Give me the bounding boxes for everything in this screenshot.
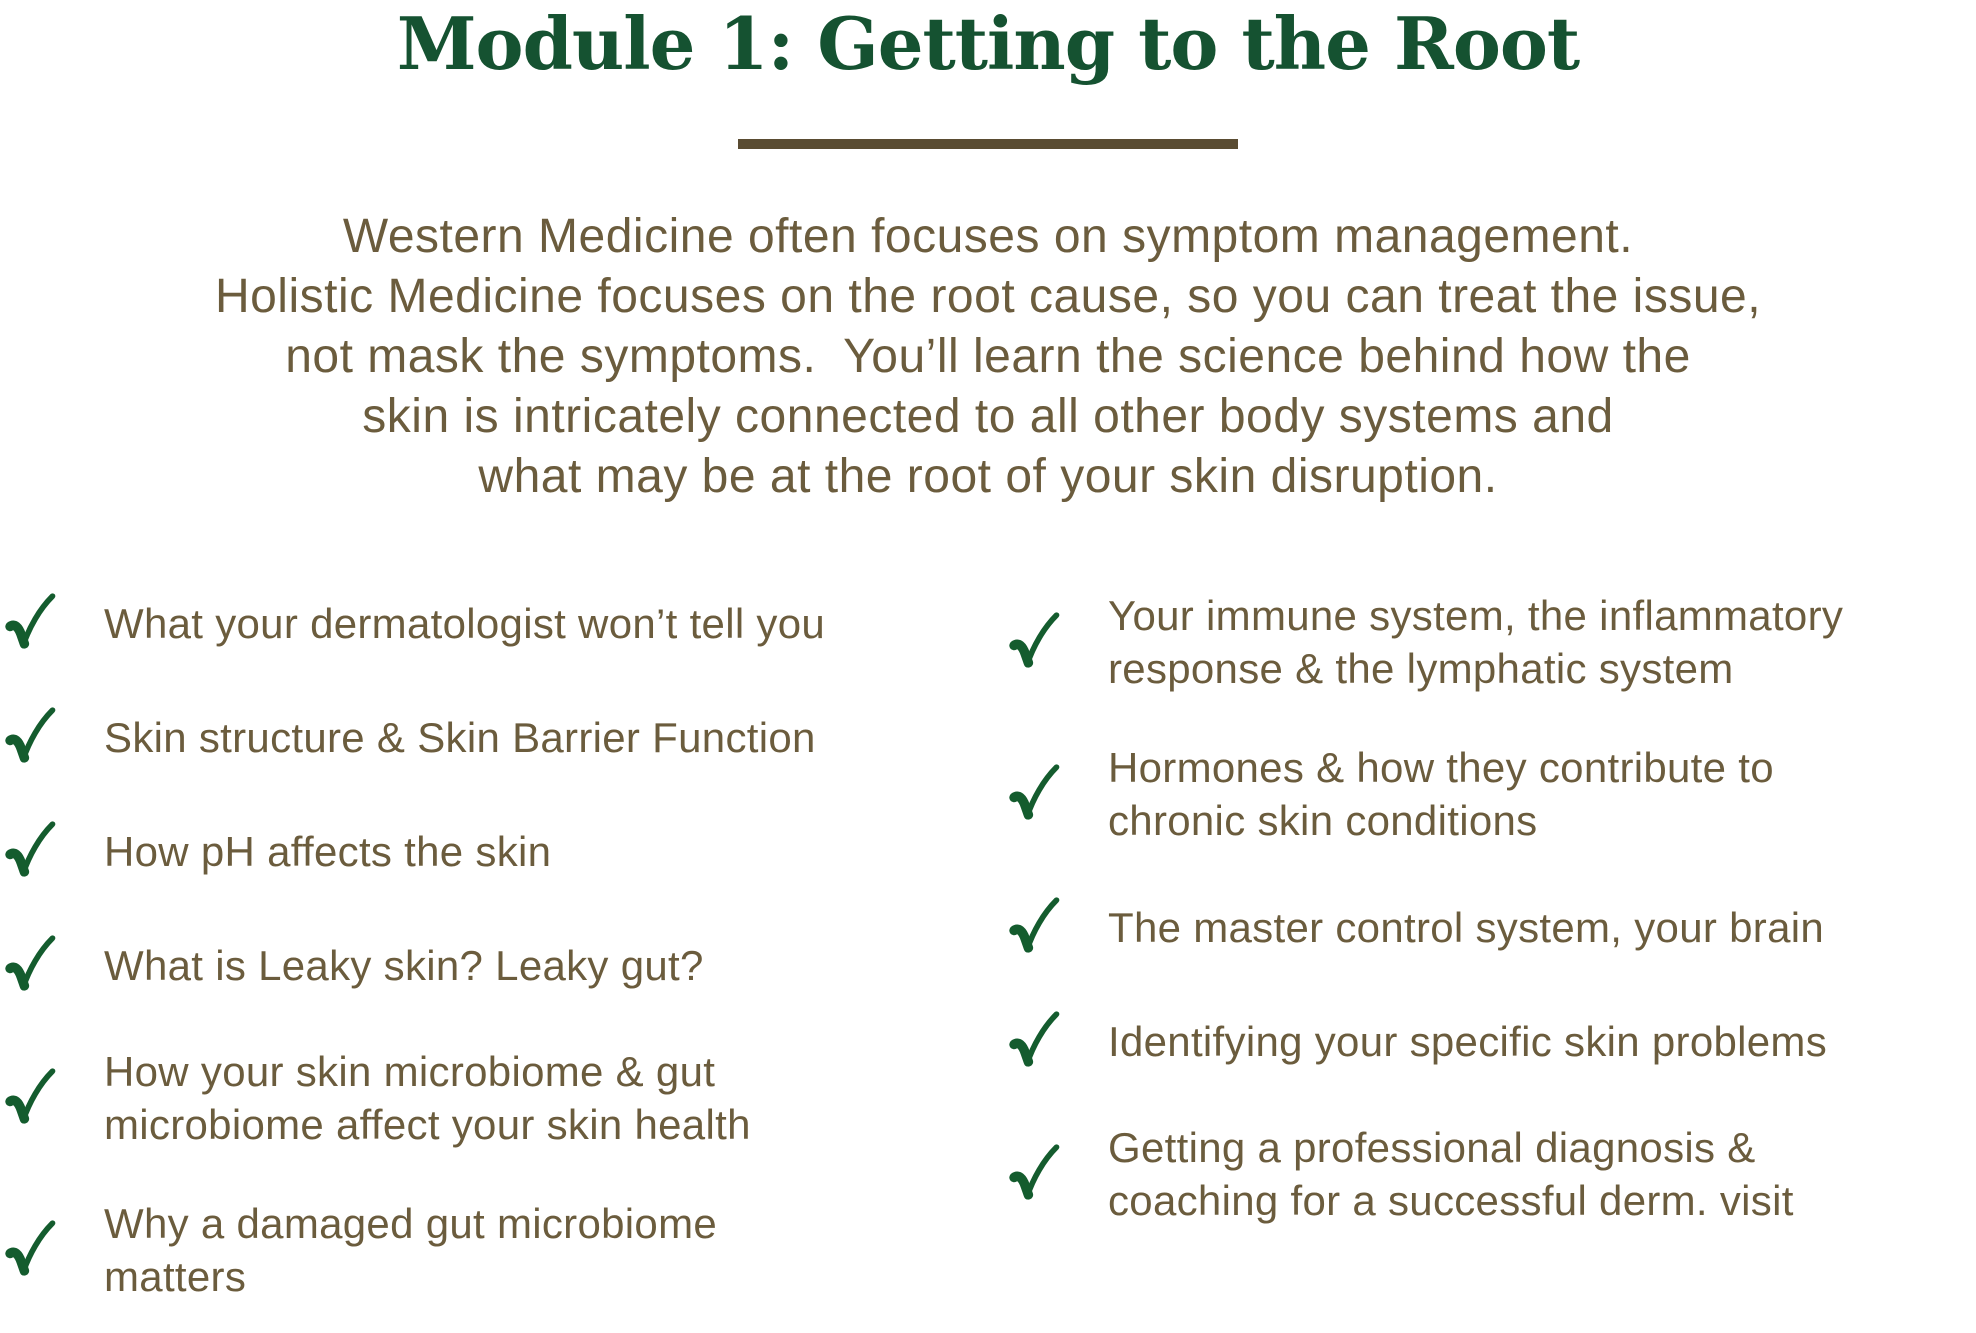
checklist-item: How your skin microbiome & gut microbiom… bbox=[4, 1045, 1008, 1151]
checkmark-icon bbox=[1008, 893, 1060, 961]
checklist-item: The master control system, your brain bbox=[1008, 893, 1976, 961]
checklist-item-line: Your immune system, the inflammatory bbox=[1108, 592, 1844, 639]
checklist-left-column: What your dermatologist won’t tell you S… bbox=[0, 589, 1008, 1303]
checklist-item-line: response & the lymphatic system bbox=[1108, 645, 1734, 692]
checklist-item: Your immune system, the inflammatory res… bbox=[1008, 589, 1976, 695]
checklist-item-text: The master control system, your brain bbox=[1108, 901, 1824, 954]
checklist-item: Getting a professional diagnosis & coach… bbox=[1008, 1121, 1976, 1227]
checklist-item: What your dermatologist won’t tell you bbox=[4, 589, 1008, 657]
checkmark-icon bbox=[1008, 1140, 1060, 1208]
checkmark-icon bbox=[1008, 760, 1060, 828]
checklist-item-text: Hormones & how they contribute to chroni… bbox=[1108, 741, 1774, 847]
checklist-right-column: Your immune system, the inflammatory res… bbox=[1008, 589, 1976, 1303]
topics-checklist: What your dermatologist won’t tell you S… bbox=[0, 589, 1976, 1303]
checklist-item-text: How your skin microbiome & gut microbiom… bbox=[104, 1045, 751, 1151]
intro-line: Western Medicine often focuses on sympto… bbox=[342, 210, 1634, 263]
checklist-item-line: Getting a professional diagnosis & bbox=[1108, 1124, 1756, 1171]
checklist-item: What is Leaky skin? Leaky gut? bbox=[4, 931, 1008, 999]
checklist-item-line: How pH affects the skin bbox=[104, 827, 552, 875]
checkmark-icon bbox=[4, 589, 56, 657]
checklist-item-line: Identifying your specific skin problems bbox=[1108, 1017, 1828, 1065]
checklist-item-text: Identifying your specific skin problems bbox=[1108, 1015, 1827, 1068]
checklist-item-line: Hormones & how they contribute to bbox=[1108, 744, 1774, 791]
checklist-item-text: Getting a professional diagnosis & coach… bbox=[1108, 1121, 1794, 1227]
checkmark-icon bbox=[4, 931, 56, 999]
checklist-item-text: Why a damaged gut microbiome matters bbox=[104, 1197, 717, 1303]
checklist-item: Identifying your specific skin problems bbox=[1008, 1007, 1976, 1075]
checklist-item-text: What is Leaky skin? Leaky gut? bbox=[104, 939, 704, 992]
checkmark-icon bbox=[4, 1216, 56, 1284]
checklist-item-line: What is Leaky skin? Leaky gut? bbox=[104, 941, 704, 989]
checklist-item: How pH affects the skin bbox=[4, 817, 1008, 885]
checklist-item-line: coaching for a successful derm. visit bbox=[1108, 1177, 1794, 1224]
intro-line: skin is intricately connected to all oth… bbox=[362, 390, 1614, 443]
checklist-item-line: What your dermatologist won’t tell you bbox=[104, 599, 826, 647]
checklist-item-line: matters bbox=[104, 1253, 247, 1300]
checklist-item: Why a damaged gut microbiome matters bbox=[4, 1197, 1008, 1303]
checkmark-icon bbox=[4, 817, 56, 885]
checkmark-icon bbox=[4, 703, 56, 771]
checklist-item-line: How your skin microbiome & gut bbox=[104, 1048, 716, 1095]
intro-line: not mask the symptoms. You’ll learn the … bbox=[285, 330, 1691, 383]
checklist-item-text: What your dermatologist won’t tell you bbox=[104, 597, 825, 650]
checkmark-icon bbox=[1008, 608, 1060, 676]
intro-line: Holistic Medicine focuses on the root ca… bbox=[214, 270, 1762, 323]
title-divider bbox=[738, 139, 1238, 149]
checkmark-icon bbox=[4, 1064, 56, 1132]
checklist-item-line: Why a damaged gut microbiome bbox=[104, 1200, 718, 1247]
page-title: Module 1: Getting to the Root bbox=[396, 1, 1580, 86]
checklist-item-text: Your immune system, the inflammatory res… bbox=[1108, 589, 1843, 695]
checklist-item: Skin structure & Skin Barrier Function bbox=[4, 703, 1008, 771]
intro-paragraph: Western Medicine often focuses on sympto… bbox=[0, 207, 1976, 507]
intro-line: what may be at the root of your skin dis… bbox=[478, 450, 1498, 503]
checklist-item-line: The master control system, your brain bbox=[1108, 903, 1825, 951]
checklist-item-text: How pH affects the skin bbox=[104, 825, 551, 878]
checkmark-icon bbox=[1008, 1007, 1060, 1075]
checklist-item: Hormones & how they contribute to chroni… bbox=[1008, 741, 1976, 847]
checklist-item-line: Skin structure & Skin Barrier Function bbox=[104, 713, 816, 761]
checklist-item-line: chronic skin conditions bbox=[1108, 797, 1538, 844]
checklist-item-line: microbiome affect your skin health bbox=[104, 1101, 751, 1148]
checklist-item-text: Skin structure & Skin Barrier Function bbox=[104, 711, 816, 764]
